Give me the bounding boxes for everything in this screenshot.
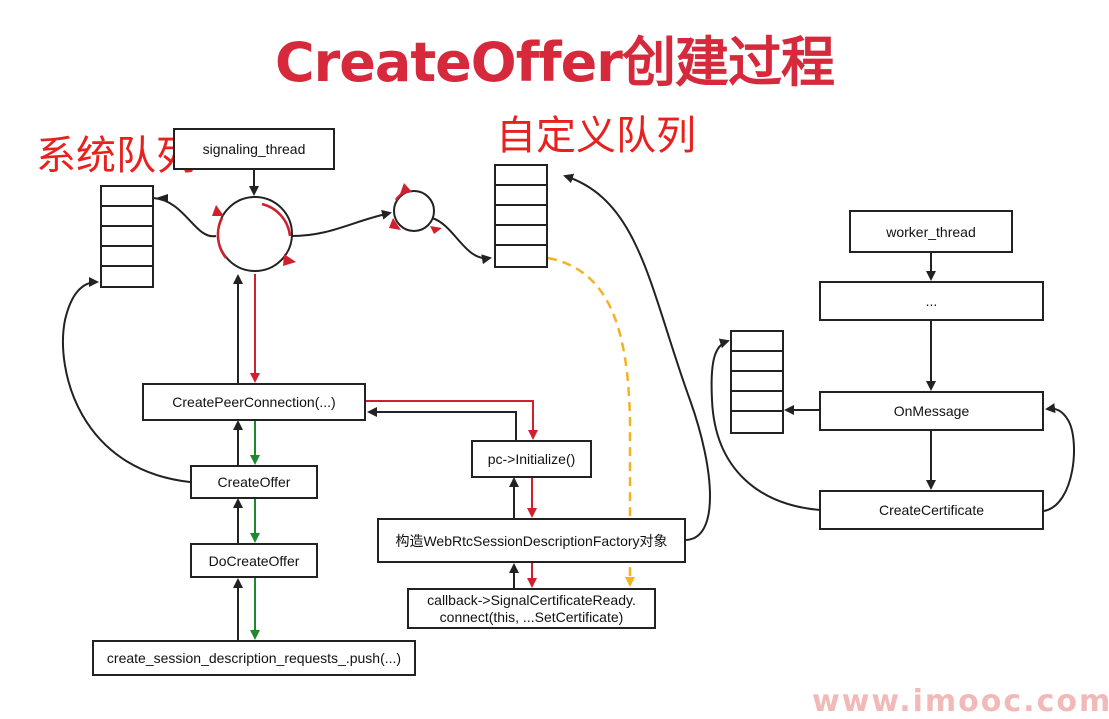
- curve-queue-loop: [152, 197, 217, 238]
- signaling-thread-box: signaling_thread: [173, 128, 335, 170]
- system-queue: [100, 185, 154, 288]
- signaling-loop-red-arc-2: [261, 202, 292, 237]
- create-peer-connection-box: CreatePeerConnection(...): [142, 383, 366, 421]
- construct-factory-box: 构造WebRtcSessionDescriptionFactory对象: [377, 518, 686, 563]
- pc-initialize-box: pc->Initialize(): [471, 440, 592, 478]
- watermark: www.imooc.com: [812, 684, 1109, 719]
- curve-factory-to-custom-queue: [563, 173, 711, 541]
- worker-thread-box: worker_thread: [849, 210, 1013, 253]
- loop-arrowhead: [212, 205, 224, 216]
- callback-line-2: connect(this, ...SetCertificate): [439, 608, 624, 625]
- arrow-pc-to-initialize: [366, 400, 538, 440]
- custom-loop-circle: [393, 190, 435, 232]
- create-certificate-box: CreateCertificate: [819, 490, 1044, 530]
- custom-queue: [494, 164, 548, 268]
- loop-arrowhead: [389, 218, 401, 230]
- curve-small-loop-to-queue: [431, 217, 492, 265]
- create-offer-box: CreateOffer: [190, 465, 318, 499]
- on-message-box: OnMessage: [819, 391, 1044, 431]
- callback-box: callback->SignalCertificateReady. connec…: [407, 588, 656, 629]
- dashed-queue-to-callback: [547, 256, 635, 587]
- ellipsis-box: ...: [819, 281, 1044, 321]
- push-requests-box: create_session_description_requests_.pus…: [92, 640, 416, 676]
- worker-queue: [730, 330, 784, 434]
- page-title: CreateOffer创建过程: [275, 31, 835, 94]
- callback-line-1: callback->SignalCertificateReady.: [427, 591, 636, 608]
- signaling-loop-circle: [217, 196, 293, 272]
- curve-cert-to-worker-queue: [710, 338, 821, 511]
- arrow-initialize-to-pc: [367, 407, 517, 440]
- curve-offer-to-system-queue: [62, 277, 191, 483]
- loop-arrowhead: [283, 254, 296, 266]
- arrowhead-left: [156, 194, 168, 203]
- system-queue-label: 系统队列: [36, 133, 196, 179]
- signaling-loop-red-arc: [216, 217, 227, 259]
- do-create-offer-box: DoCreateOffer: [190, 543, 318, 578]
- curve-cert-to-onmessage: [1043, 403, 1075, 512]
- curve-loop-to-small-loop: [291, 209, 392, 237]
- custom-queue-label: 自定义队列: [496, 113, 696, 159]
- loop-arrowhead: [430, 226, 442, 234]
- loop-arrowhead: [400, 183, 412, 194]
